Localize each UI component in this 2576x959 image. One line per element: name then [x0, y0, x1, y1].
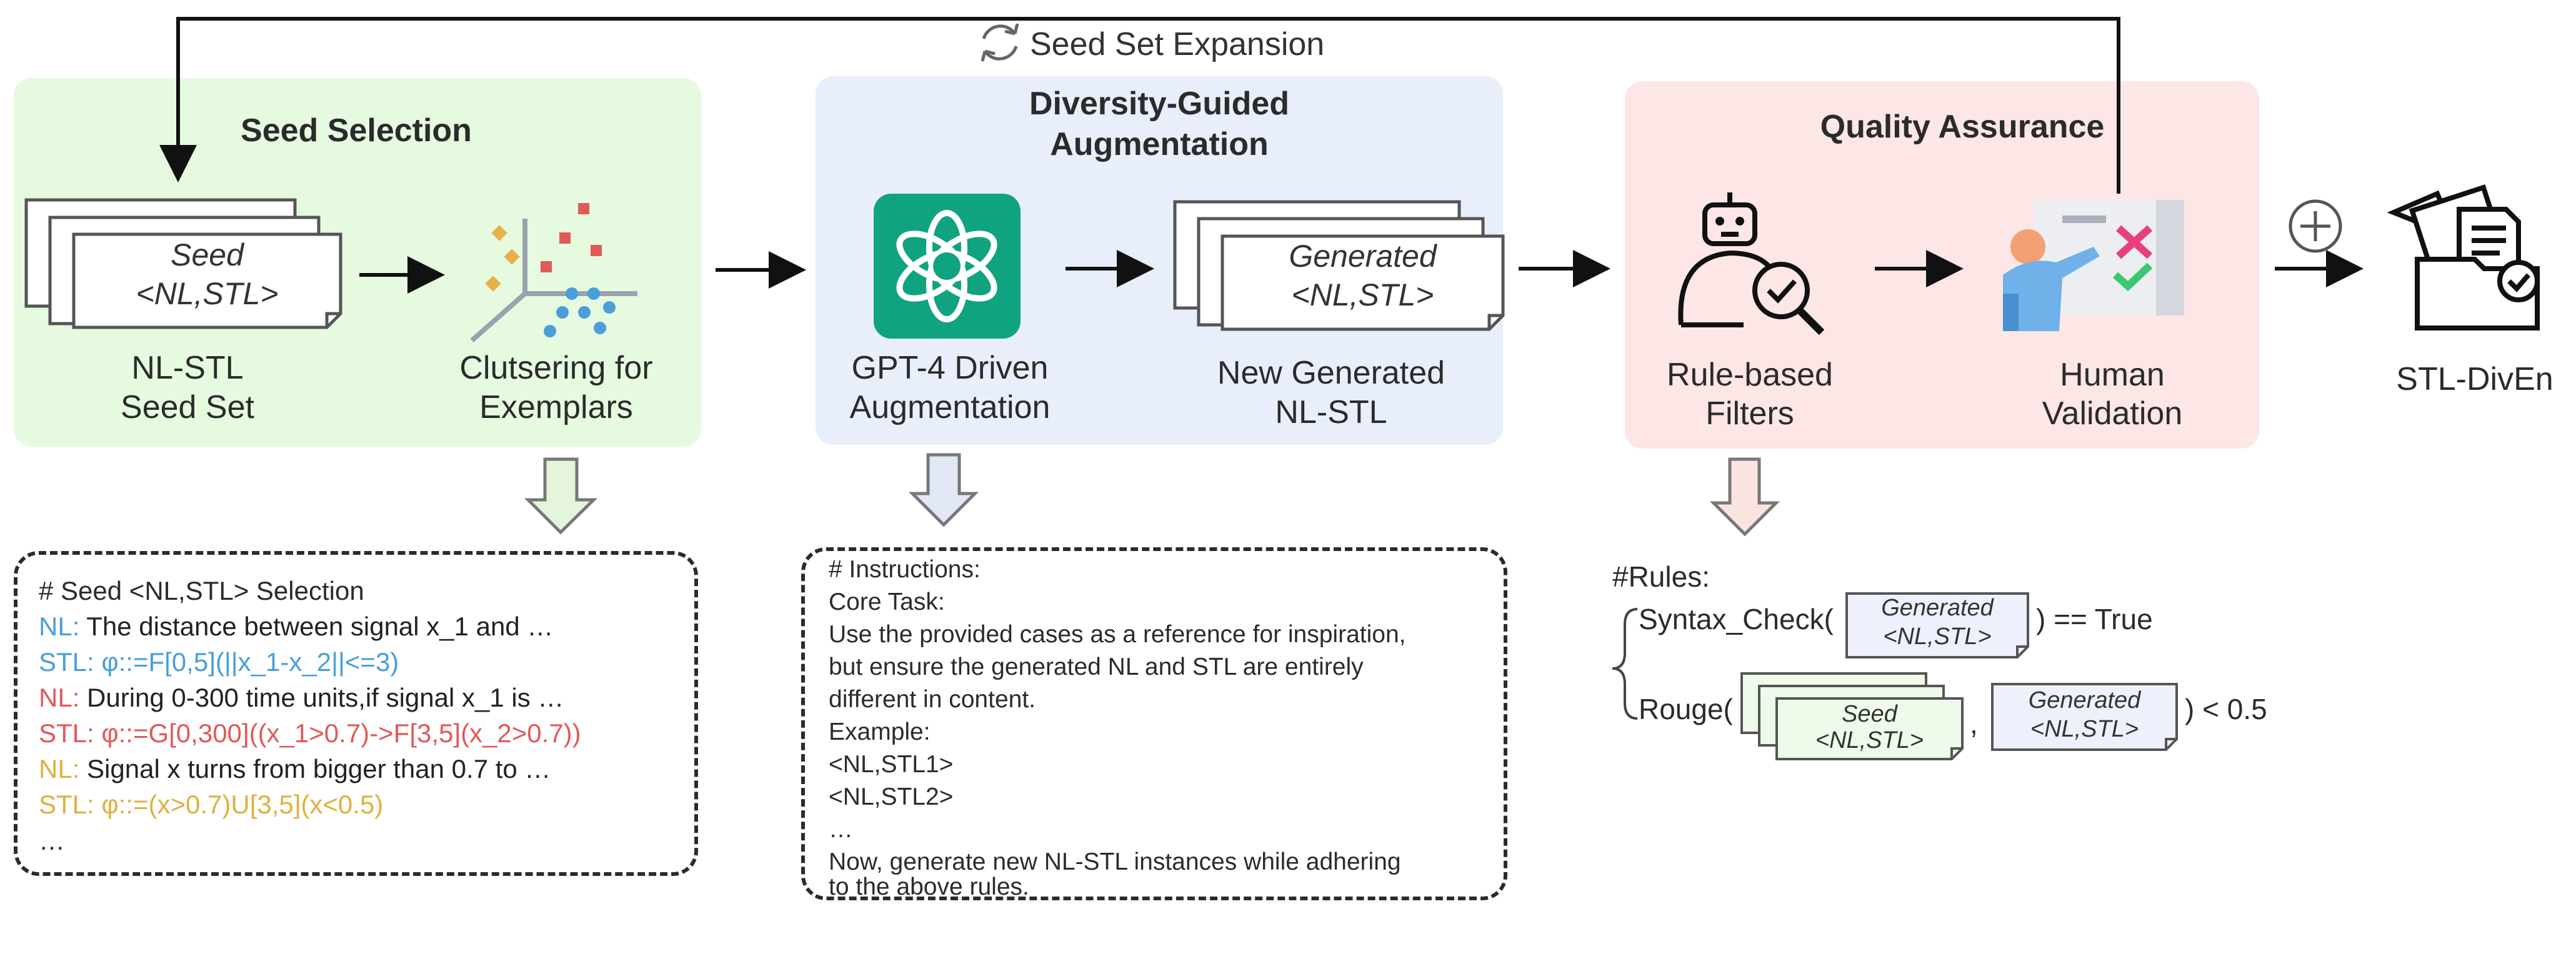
quality-assurance-title: Quality Assurance [1820, 109, 2105, 145]
seed-line-5: NL: Signal x turns from bigger than 0.7 … [39, 754, 551, 783]
output-label: STL-DivEn [2396, 361, 2554, 397]
filter-caption-2: Filters [1705, 395, 1794, 432]
seed-set-expansion-label: Seed Set Expansion [1030, 26, 1325, 62]
rouge-suffix: ) < 0.5 [2185, 693, 2267, 725]
rules-gen-card2-line2: <NL,STL> [2030, 716, 2139, 742]
instr-line-7: <NL,STL1> [829, 751, 954, 778]
cluster-caption-1: Clutsering for [459, 350, 653, 386]
augmentation-title-1: Diversity-Guided [1029, 86, 1290, 122]
syntax-check-suffix: ) == True [2036, 603, 2153, 635]
instr-line-10: Now, generate new NL-STL instances while… [829, 848, 1401, 875]
rules-gen-card-line2: <NL,STL> [1883, 624, 1992, 650]
instr-line-3: Use the provided cases as a reference fo… [829, 621, 1406, 648]
gpt-caption-2: Augmentation [849, 389, 1051, 425]
seed-set-caption-2: Seed Set [121, 389, 254, 425]
seed-line-1: NL: The distance between signal x_1 and … [39, 612, 554, 641]
aug-down-arrow [908, 453, 979, 527]
seed-line-6: STL: φ::=(x>0.7)U[3,5](x<0.5) [39, 790, 384, 819]
robot-search-icon [1678, 192, 1825, 335]
rules-generated-card [1845, 592, 2029, 658]
rouge-prefix: Rouge( [1639, 693, 1733, 725]
syntax-check-prefix: Syntax_Check( [1639, 603, 1834, 635]
instr-line-11: to the above rules. [829, 873, 1029, 900]
instr-line-2: Core Task: [829, 589, 945, 615]
instructions-box: # Instructions: Core Task: Use the provi… [801, 547, 1507, 900]
qa-down-arrow [1709, 457, 1780, 537]
seed-box-heading: # Seed <NL,STL> Selection [39, 576, 364, 605]
generated-card-line2: <NL,STL> [1291, 277, 1434, 312]
seed-down-arrow [524, 457, 598, 535]
human-caption-2: Validation [2042, 395, 2183, 432]
instr-line-9: … [829, 816, 853, 843]
rules-gen-card2-line1: Generated [2028, 687, 2141, 713]
seed-set-caption-1: NL-STL [131, 350, 244, 386]
augmentation-title-2: Augmentation [1050, 126, 1269, 162]
seed-line-2: STL: φ::=F[0,5](||x_1-x_2||<=3) [39, 647, 399, 677]
rules-seed-card-line2: <NL,STL> [1815, 727, 1924, 753]
plus-circle-icon [2289, 199, 2342, 253]
generated-card-stack [1173, 200, 1505, 331]
seed-selection-box: # Seed <NL,STL> Selection NL: The distan… [14, 551, 698, 876]
generated-caption-1: New Generated [1217, 355, 1445, 391]
gpt-logo-icon [874, 194, 1021, 339]
instr-line-1: # Instructions: [829, 556, 981, 583]
seed-selection-title: Seed Selection [241, 112, 472, 149]
instr-line-5: different in content. [829, 686, 1036, 713]
seed-card-line2: <NL,STL> [136, 276, 279, 311]
scatter-cluster-icon [470, 203, 637, 342]
seed-set-expansion-loop [159, 17, 2120, 194]
cluster-caption-2: Exemplars [479, 389, 633, 425]
human-caption-1: Human [2060, 357, 2165, 393]
gpt-caption-1: GPT-4 Driven [851, 350, 1049, 386]
seed-line-3: NL: During 0-300 time units,if signal x_… [39, 683, 564, 712]
filter-caption-1: Rule-based [1667, 357, 1833, 393]
rules-seed-card-stack [1740, 672, 1964, 760]
generated-caption-2: NL-STL [1275, 394, 1387, 430]
seed-card-stack [24, 198, 342, 329]
cycle-icon [981, 23, 1019, 62]
seed-line-4: STL: φ::=G[0,300]((x_1>0.7)->F[3,5](x_2>… [39, 718, 581, 748]
human-validation-icon [2003, 200, 2184, 331]
instr-line-6: Example: [829, 718, 931, 745]
instr-line-4: but ensure the generated NL and STL are … [829, 653, 1364, 680]
rules-gen-card-line1: Generated [1881, 595, 1994, 621]
rouge-comma: , [1970, 707, 1978, 740]
seed-card-line1: Seed [171, 237, 244, 272]
instr-line-8: <NL,STL2> [829, 783, 954, 810]
rules-generated-card-2 [1991, 683, 2178, 751]
rules-seed-card-line1: Seed [1842, 701, 1897, 727]
dataset-folder-icon [2387, 184, 2540, 330]
seed-ellipsis: … [39, 826, 65, 855]
rules-heading: #Rules: [1612, 560, 1710, 593]
rules-bracket [1612, 608, 1638, 720]
generated-card-line1: Generated [1289, 239, 1437, 274]
